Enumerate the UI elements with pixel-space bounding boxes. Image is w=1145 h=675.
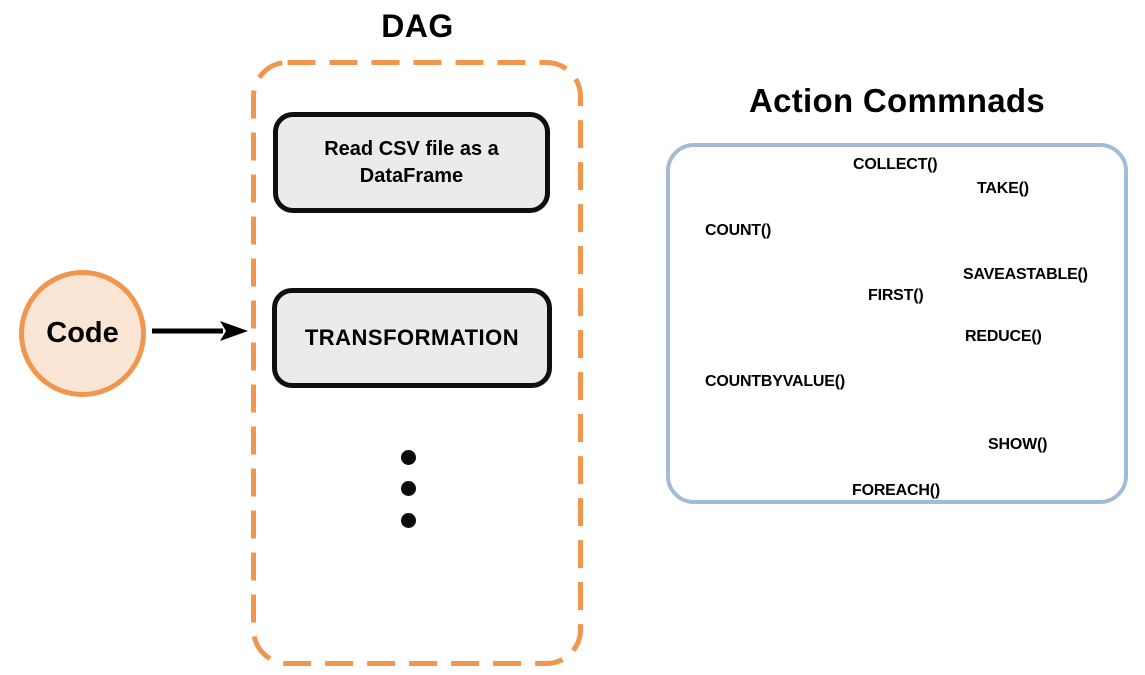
dag-node-read-csv-label: Read CSV file as a DataFrame: [324, 137, 499, 187]
code-node-label: Code: [46, 317, 119, 349]
command-label-first: FIRST(): [868, 287, 924, 304]
command-label-countbyvalue: COUNTBYVALUE(): [705, 373, 846, 390]
dag-title: DAG: [381, 8, 454, 44]
command-label-saveastable: SAVEASTABLE(): [963, 266, 1088, 283]
ellipsis-dot: [401, 450, 416, 465]
action-panel: COLLECT() TAKE() COUNT() SAVEASTABLE() F…: [666, 143, 1128, 504]
arrow-head: [220, 321, 248, 341]
dag-node-read-csv: Read CSV file as a DataFrame: [273, 112, 550, 213]
dag-dashed-container: [251, 60, 583, 666]
code-node: Code: [19, 270, 146, 397]
command-label-reduce: REDUCE(): [965, 328, 1042, 345]
command-label-foreach: FOREACH(): [852, 482, 940, 499]
ellipsis-dot: [401, 481, 416, 496]
command-label-show: SHOW(): [988, 436, 1048, 453]
dag-dashed-border: [251, 60, 583, 666]
command-label-take: TAKE(): [977, 180, 1029, 197]
command-label-count: COUNT(): [705, 222, 772, 239]
ellipsis-dot: [401, 513, 416, 528]
dag-node-transformation: TRANSFORMATION: [272, 288, 552, 388]
dag-node-transformation-label: TRANSFORMATION: [304, 325, 520, 350]
command-label-collect: COLLECT(): [853, 156, 938, 173]
action-panel-title: Action Commnads: [748, 82, 1046, 119]
arrow-code-to-dag: [152, 321, 248, 341]
